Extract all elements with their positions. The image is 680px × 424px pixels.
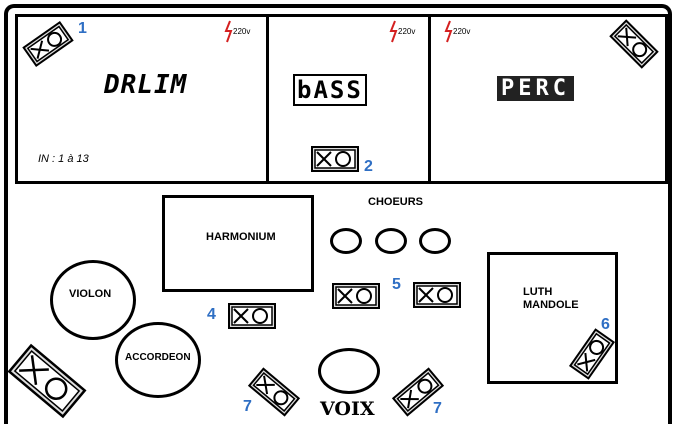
monitor-wedge-icon	[413, 282, 461, 308]
monitor-wedge-icon	[568, 328, 616, 380]
accordeon-label: ACCORDEON	[125, 352, 191, 363]
monitor-wedge-icon	[22, 20, 74, 68]
monitor-number: 4	[207, 306, 216, 323]
power-outlet-icon: 220v	[389, 20, 415, 43]
power-outlet-icon: 220v	[224, 20, 250, 43]
monitor-number: 6	[601, 316, 610, 333]
choir-position	[419, 228, 451, 254]
bass-title: bASS	[293, 74, 367, 106]
luth-label: LUTH	[523, 286, 553, 298]
monitor-number: 7	[433, 400, 442, 417]
choeurs-label: CHOEURS	[368, 196, 424, 208]
svg-text:220v: 220v	[453, 27, 470, 36]
monitor-wedge-icon	[332, 283, 380, 309]
voix-position	[318, 348, 380, 394]
drum-inputs-note: IN : 1 à 13	[38, 153, 89, 165]
monitor-number: 7	[243, 398, 252, 415]
stage-frame	[4, 4, 672, 424]
violon-label: VIOLON	[69, 288, 112, 300]
perc-title: PERC	[497, 76, 574, 101]
monitor-number: 1	[78, 20, 87, 37]
harmonium-label: HARMONIUM	[206, 231, 276, 243]
monitor-wedge-icon	[247, 367, 301, 417]
violon-position	[50, 260, 136, 340]
monitor-wedge-icon	[228, 303, 276, 329]
monitor-number: 5	[392, 276, 401, 293]
harmonium-zone	[162, 195, 314, 292]
drum-title: DRLIM	[104, 70, 188, 100]
power-outlet-icon: 220v	[444, 20, 470, 43]
mandole-label: MANDOLE	[523, 299, 579, 311]
monitor-wedge-icon	[311, 146, 359, 172]
choir-position	[330, 228, 362, 254]
choir-position	[375, 228, 407, 254]
monitor-number: 2	[364, 158, 373, 175]
monitor-wedge-icon	[391, 367, 445, 417]
voix-label: VOIX	[320, 398, 375, 420]
monitor-wedge-icon	[7, 343, 87, 419]
svg-text:220v: 220v	[233, 27, 250, 36]
monitor-wedge-icon	[609, 19, 659, 69]
accordeon-position	[115, 322, 201, 398]
svg-text:220v: 220v	[398, 27, 415, 36]
